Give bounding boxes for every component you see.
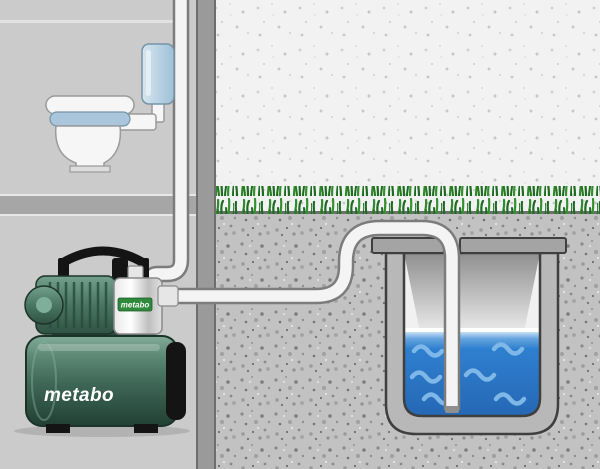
- toilet-lid: [45, 95, 135, 115]
- tank-end-cap: [166, 342, 186, 420]
- pump-handle: [59, 246, 147, 267]
- suction-intake: [445, 406, 459, 413]
- lawn-grass: [216, 186, 600, 214]
- above-ground-speckle: [216, 0, 600, 212]
- waterline: [404, 328, 540, 332]
- water-waves: [409, 342, 527, 406]
- toilet-base: [69, 165, 111, 173]
- house-wall: [196, 0, 216, 469]
- suction-pipe: [156, 219, 461, 413]
- toilet-seat: [49, 111, 131, 127]
- filler-plug: [127, 265, 144, 280]
- tank-foot-left: [46, 424, 70, 433]
- underground-cistern: [371, 237, 567, 436]
- pump-head-logo-badge: [117, 297, 153, 312]
- tank-foot-right: [134, 424, 158, 433]
- tank-logo-text: metabo: [44, 385, 114, 406]
- cistern-lid-right: [459, 237, 567, 254]
- tank-weld-ring: [31, 341, 57, 421]
- cistern-inner-shading: [404, 253, 540, 332]
- ceiling-line: [0, 20, 174, 23]
- toilet-installation: [45, 43, 175, 173]
- house-structure: [0, 0, 216, 469]
- domestic-waterworks-pump: metabo metabo: [14, 246, 190, 437]
- pressure-switch: [112, 258, 128, 280]
- cistern-concrete-wall: [384, 251, 560, 436]
- suction-connector: [157, 285, 179, 307]
- floor-slab: [0, 196, 196, 214]
- cistern-lid-left: [371, 237, 445, 254]
- pump-head-logo-text: metabo: [121, 301, 150, 310]
